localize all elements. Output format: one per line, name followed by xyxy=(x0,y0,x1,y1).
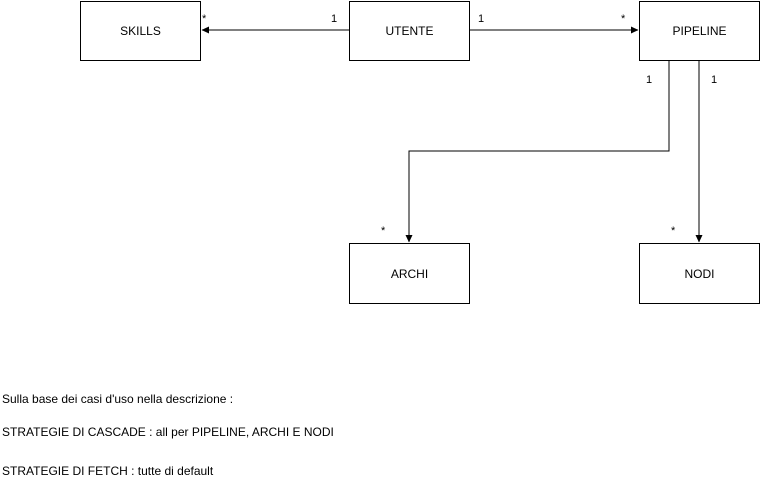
note-cascade-strategy: STRATEGIE DI CASCADE : all per PIPELINE,… xyxy=(2,425,334,439)
multiplicity-utente-pipeline-source: 1 xyxy=(478,13,485,25)
multiplicity-utente-pipeline-target: * xyxy=(621,13,626,25)
entity-nodi-label: NODI xyxy=(684,266,715,281)
entity-skills[interactable]: SKILLS xyxy=(80,1,201,61)
multiplicity-pipeline-archi-source: 1 xyxy=(646,74,653,86)
entity-utente-label: UTENTE xyxy=(385,24,434,38)
entity-archi-label: ARCHI xyxy=(390,266,429,281)
multiplicity-pipeline-archi-target: * xyxy=(381,225,386,237)
multiplicity-utente-skills-target: * xyxy=(202,13,207,25)
multiplicity-pipeline-nodi-source: 1 xyxy=(711,74,718,86)
note-fetch-strategy: STRATEGIE DI FETCH : tutte di default xyxy=(2,464,214,478)
note-intro: Sulla base dei casi d'uso nella descrizi… xyxy=(2,392,234,406)
multiplicity-utente-skills-source: 1 xyxy=(331,13,338,25)
entity-pipeline-label: PIPELINE xyxy=(672,24,727,38)
entity-archi[interactable]: ARCHI xyxy=(349,243,470,304)
multiplicity-pipeline-nodi-target: * xyxy=(671,225,676,237)
connector-pipeline-archi xyxy=(405,61,670,243)
entity-pipeline[interactable]: PIPELINE xyxy=(639,1,760,61)
entity-skills-label: SKILLS xyxy=(120,24,161,38)
entity-nodi[interactable]: NODI xyxy=(639,243,760,304)
entity-utente[interactable]: UTENTE xyxy=(349,1,470,61)
